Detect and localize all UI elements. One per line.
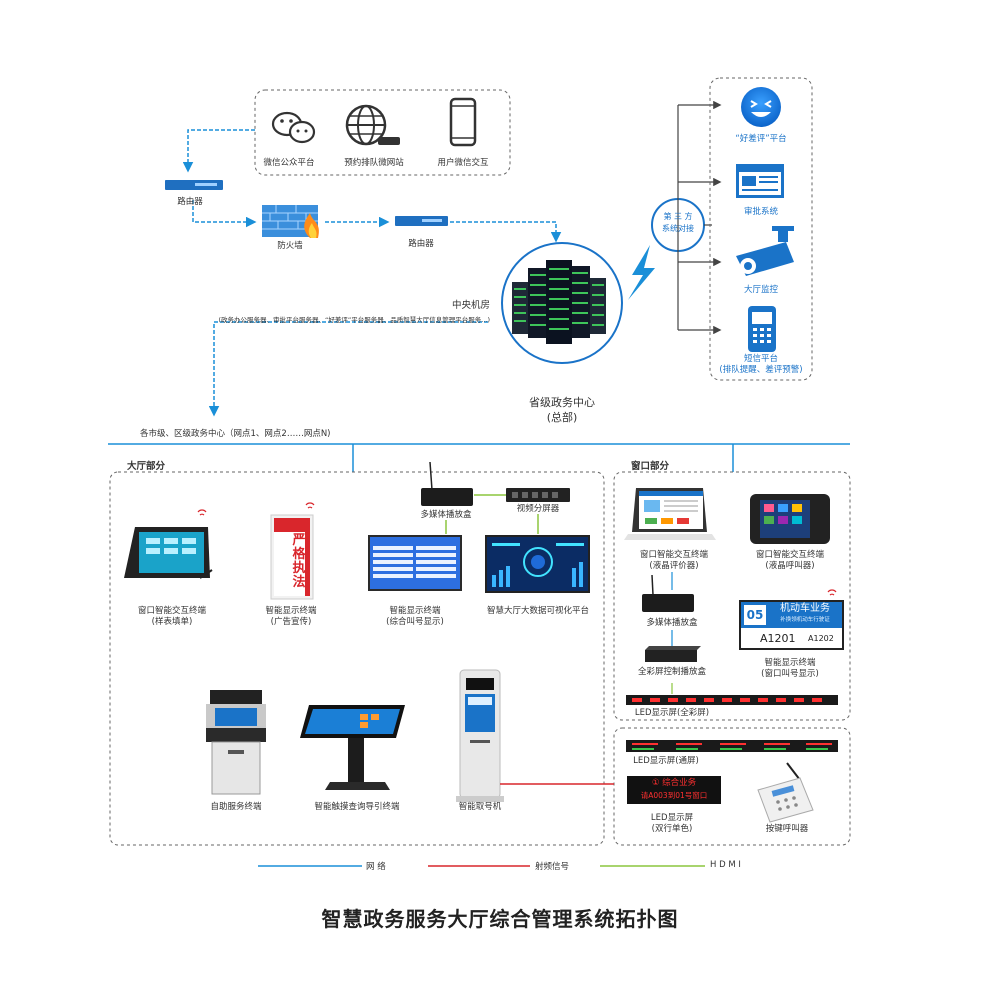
hall-splitter-label: 视频分屏器 — [516, 504, 560, 514]
window-device-sub: (窗口叫号显示) — [761, 669, 819, 679]
ticket-machine-device — [456, 669, 504, 802]
camera-icon — [736, 226, 794, 276]
legend-hdmi-label: H D M I — [710, 860, 741, 870]
third-party-item-label: 审批系统 — [743, 207, 778, 217]
window-device-label: 智能显示终端 — [764, 658, 816, 668]
banner-text: 严格执法 — [292, 533, 306, 590]
legend-network-label: 网 络 — [366, 862, 386, 872]
screen-window-number: 05 — [746, 608, 764, 622]
window-device-sub: (液晶呼叫器) — [765, 561, 815, 571]
led-controller-icon — [645, 646, 701, 662]
led-double-sub: (双行单色) — [651, 824, 693, 834]
router-2-label: 路由器 — [408, 239, 434, 249]
hall-device-sub: (综合叫号显示) — [386, 617, 444, 627]
hall-device-label: 智能取号机 — [458, 802, 502, 812]
hall-section-box — [109, 471, 605, 846]
third-party-item-label: “好差评”平台 — [735, 134, 787, 144]
hall-device-label: 智能触摸查询导引终端 — [314, 802, 400, 812]
third-party-item-label: 短信平台 — [743, 354, 778, 364]
provincial-center-label: 省级政务中心 — [529, 396, 595, 409]
keypad-label: 按键呼叫器 — [765, 824, 809, 834]
window-device-label: 窗口智能交互终端 — [639, 550, 708, 560]
led-section-box — [613, 727, 851, 846]
led-double-line-device — [627, 776, 721, 804]
window-media-box-icon — [642, 574, 694, 612]
screen-business-sub: 补换领机动车行驶证 — [780, 617, 830, 623]
media-box-icon — [421, 461, 473, 506]
firewall-icon — [262, 205, 319, 238]
window-device-label: 窗口智能交互终端 — [755, 550, 824, 560]
router-1-label: 路由器 — [177, 197, 203, 207]
central-room-label: 中央机房 — [451, 300, 490, 311]
screen-ticket-left: A1201 — [760, 632, 796, 645]
led-general-label: LED显示屏(通屏) — [633, 756, 699, 766]
hall-device-label: 智能显示终端 — [389, 606, 441, 616]
lightning-icon — [628, 245, 655, 300]
hall-media-box-label: 多媒体播放盒 — [420, 510, 472, 520]
hall-device-sub: (样表填单) — [151, 617, 193, 627]
wechat-icon — [271, 111, 316, 144]
queue-display-device — [368, 535, 462, 591]
window-device-label: 全彩屏控制播放盒 — [637, 667, 706, 677]
hall-device-label: 自助服务终端 — [210, 802, 262, 812]
window-device-label: LED显示屏(全彩屏) — [634, 708, 710, 718]
window-device-sub: (液晶评价器) — [649, 561, 699, 571]
big-data-platform-device — [485, 535, 590, 593]
led-full-color-strip — [626, 695, 838, 705]
globe-icon — [345, 104, 400, 146]
third-party-hub-line2: 系统对接 — [662, 224, 694, 233]
hall-section-title: 大厅部分 — [127, 461, 166, 472]
central-room-desc: (政务办公服务器、审批平台服务器、“好差评”平台服务器、品质智慧大厅信息管理平台… — [218, 316, 490, 324]
wechat-label: 微信公众平台 — [263, 158, 315, 168]
firewall-label: 防火墙 — [277, 241, 303, 251]
touch-query-device — [300, 705, 405, 790]
keypad-caller-device — [757, 762, 814, 823]
channels-box — [254, 89, 511, 176]
screen-business-name: 机动车业务 — [780, 603, 830, 614]
hall-device-label: 智慧大厅大数据可视化平台 — [486, 606, 589, 616]
smiley-icon — [741, 87, 781, 127]
router-1-icon — [165, 180, 223, 190]
led-line-1: ① 综合业务 — [651, 778, 697, 788]
provincial-center-sub: (总部) — [546, 411, 578, 424]
hall-device-sub: (广告宣传) — [270, 617, 312, 627]
router-2-icon — [395, 216, 448, 226]
browser-icon — [736, 164, 784, 198]
booking-label: 预约排队微网站 — [344, 158, 404, 168]
mobile-phone-icon — [449, 97, 477, 147]
self-service-kiosk-device — [206, 690, 266, 795]
legend-rf-label: 射频信号 — [535, 862, 570, 872]
hall-device-label: 窗口智能交互终端 — [137, 606, 206, 616]
window-device-label: 多媒体播放盒 — [646, 618, 698, 628]
central-server-icon — [501, 242, 623, 364]
advertising-display-device — [270, 502, 315, 600]
phone-icon — [748, 306, 776, 352]
screen-ticket-right: A1202 — [808, 634, 834, 643]
third-party-item-sub: (排队提醒、差评预警) — [719, 365, 803, 375]
led-general-strip — [626, 740, 838, 752]
third-party-hub-line1: 第 三 方 — [663, 212, 693, 221]
hall-device-label: 智能显示终端 — [265, 606, 317, 616]
window-section-box — [613, 471, 851, 721]
branches-label: 各市级、区级政务中心（网点1、网点2……网点N) — [140, 429, 331, 439]
third-party-item-label: 大厅监控 — [743, 285, 778, 295]
window-queue-screen-device — [739, 589, 844, 650]
led-line-2: 请A003到01号窗口 — [640, 791, 708, 800]
video-splitter-icon — [506, 488, 570, 502]
mobile-label: 用户微信交互 — [437, 158, 489, 168]
page-title: 智慧政务服务大厅综合管理系统拓扑图 — [321, 907, 679, 931]
led-double-label: LED显示屏 — [650, 813, 694, 823]
caller-device — [750, 494, 830, 544]
interactive-tablet-device — [124, 509, 213, 579]
evaluator-device — [624, 488, 716, 540]
window-section-title: 窗口部分 — [631, 461, 670, 472]
